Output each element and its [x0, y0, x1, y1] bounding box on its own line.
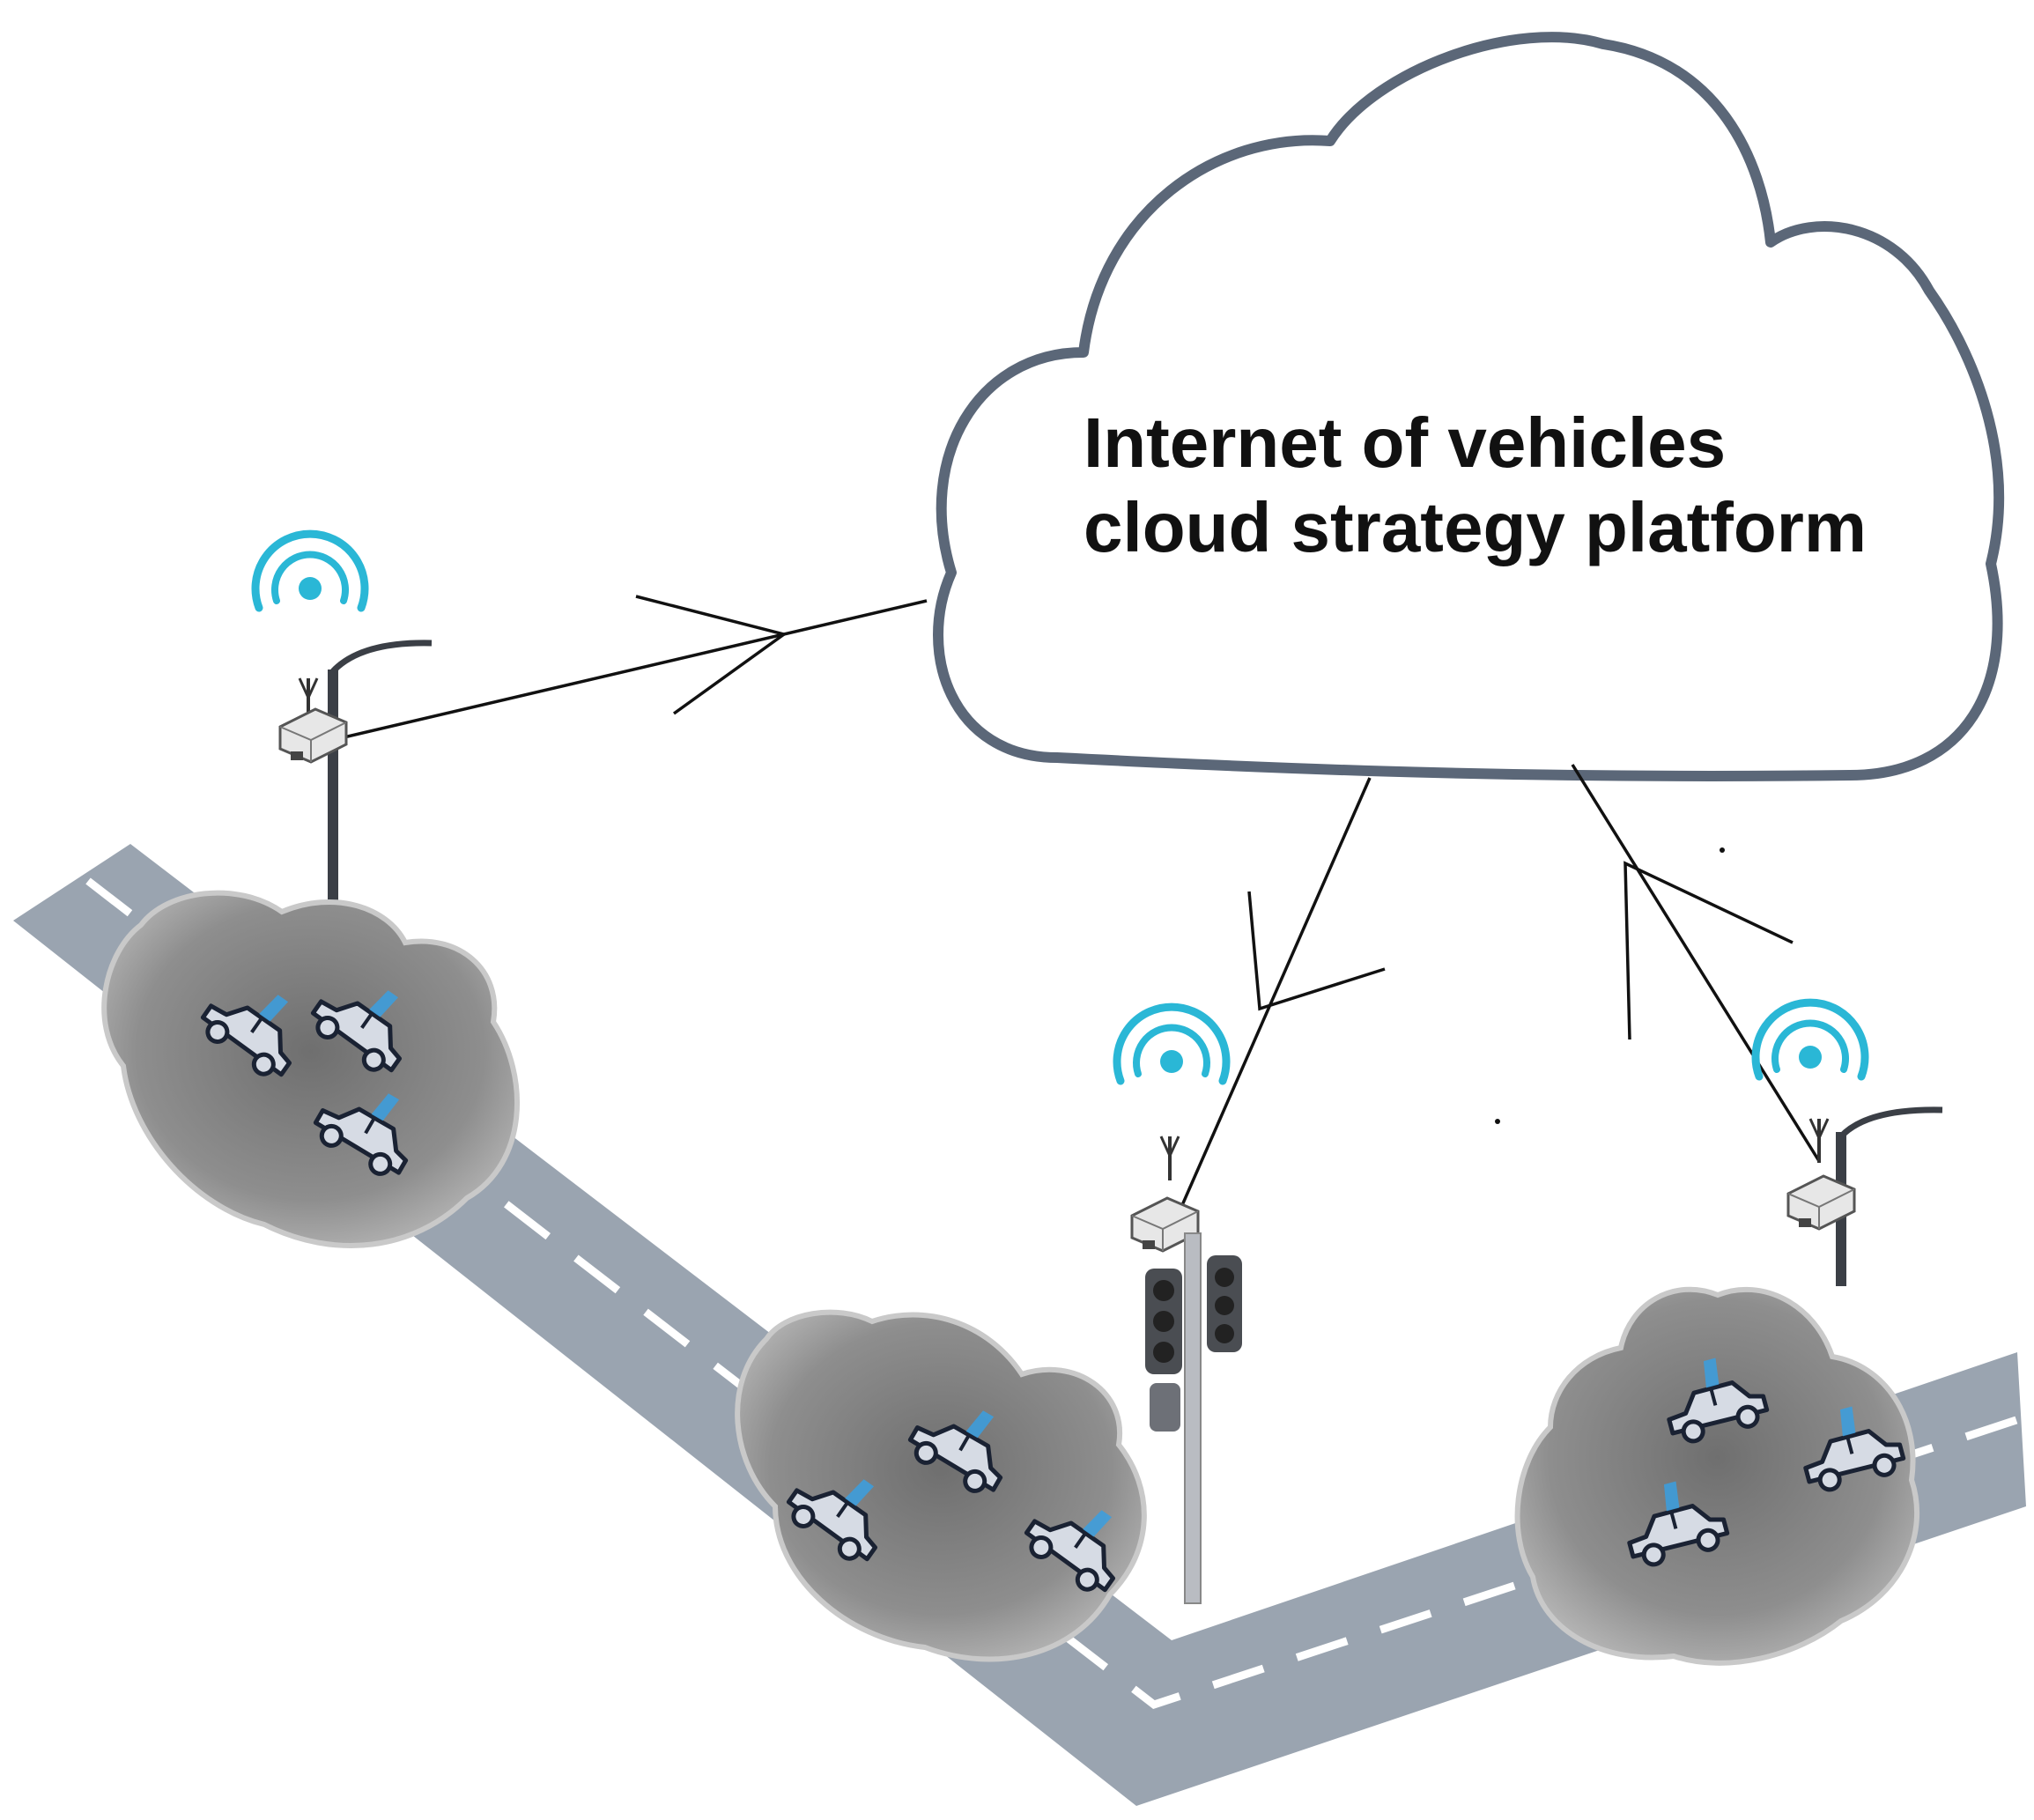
arrow-head-right: [1624, 861, 1794, 1040]
antenna-icon: [1808, 1117, 1830, 1165]
cloud-title-line-2: cloud strategy platform: [1084, 488, 1868, 566]
cloud-platform: [933, 32, 2005, 781]
signal-icon: [255, 534, 365, 608]
rsu-left: [255, 534, 433, 934]
link-rsu-right-to-cloud: [1571, 764, 1821, 1162]
arrow-head-middle: [1247, 891, 1386, 1011]
signal-icon: [1117, 1007, 1226, 1081]
smog-cloud-icon: [735, 1309, 1147, 1662]
smog-cloud-icon: [1514, 1286, 1920, 1666]
cloud-title-line-1: Internet of vehicles: [1084, 403, 1727, 482]
arrow-head-left: [635, 595, 788, 715]
cloud-platform-title: Internet of vehicles cloud strategy plat…: [1084, 401, 2017, 570]
smog-cloud-icon: [101, 890, 521, 1248]
traffic-light-icon: [1145, 1232, 1242, 1604]
link-rsu-left-to-cloud: [294, 599, 928, 751]
antenna-icon: [1159, 1135, 1180, 1182]
smog-cluster-middle: [735, 1309, 1147, 1662]
rsu-right: [1756, 1002, 1943, 1286]
rsu-traffic-light: [1117, 1007, 1242, 1604]
signal-icon: [1756, 1002, 1865, 1076]
connection-lines: [294, 595, 1821, 1234]
smog-cluster-right: [1514, 1286, 1920, 1666]
smog-cluster-left: [101, 890, 521, 1248]
